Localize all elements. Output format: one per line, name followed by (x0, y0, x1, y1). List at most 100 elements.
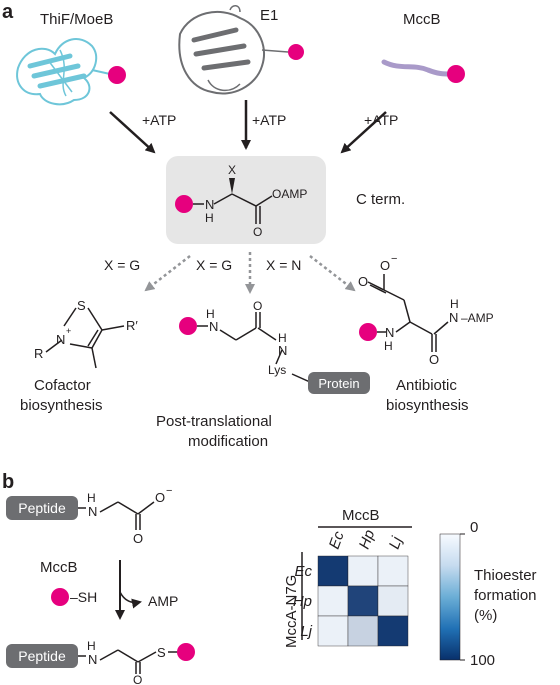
thiazolium-r-prime: R′ (126, 318, 138, 333)
cofactor-caption-line1: Cofactor (34, 377, 91, 394)
heatmap-y-tick-label: Lj (300, 623, 312, 640)
antibiotic-caption-line2: biosynthesis (386, 397, 469, 414)
thiazolium-ring-bonds (45, 307, 125, 369)
acyl-adenylate-intermediate-box (166, 156, 326, 244)
ptm-lys: Lys (268, 363, 286, 377)
peptide-top-n: N (88, 504, 97, 519)
protein-box (308, 372, 370, 394)
colorbar-label-line3: (%) (474, 607, 497, 624)
e1-protein-ribbon (178, 5, 289, 95)
intermediate-modifier-dot (175, 195, 193, 213)
peptide-top-bonds (78, 501, 155, 530)
cofactor-caption-line2: biosynthesis (20, 397, 103, 414)
peptide-top-o-minus: O (155, 490, 165, 505)
antibiotic-minus: − (391, 253, 397, 265)
ptm-caption-line2: modification (188, 433, 268, 450)
colorbar-label-line2: formation (474, 587, 537, 604)
ptm-n1: N (209, 319, 218, 334)
enzyme-e1-label: E1 (260, 7, 278, 24)
thif-moeb-protein-ribbon (16, 38, 111, 106)
antibiotic-n1: N (385, 325, 394, 340)
atp-label-left: +ATP (142, 112, 176, 128)
antibiotic-bonds (367, 274, 449, 352)
heatmap-cell-lj-hp (347, 615, 379, 647)
branch-label-left: X = G (104, 257, 140, 273)
atp-arrow-left (109, 111, 156, 154)
heatmap-grid (317, 555, 409, 647)
antibiotic-n2: N (449, 310, 458, 325)
peptide-box-bottom-label: Peptide (18, 648, 66, 664)
antibiotic-modifier-dot (359, 323, 377, 341)
ubiquitin-like-modifier-dot-right (447, 65, 465, 83)
amp-release-arrow (119, 591, 142, 609)
branch-label-right: X = N (266, 257, 301, 273)
c-term-label: C term. (356, 191, 405, 208)
antibiotic-amp: –AMP (461, 311, 494, 325)
peptide-box-bottom (6, 644, 78, 668)
branch-label-center: X = G (196, 257, 232, 273)
enzyme-mccb-label: MccB (403, 11, 441, 28)
thioester-enzyme-dot (177, 643, 195, 661)
panel-b-label: b (2, 471, 14, 493)
heatmap-x-ticks: Ec Hp Lj (326, 528, 406, 552)
heatmap-x-tick-label: Ec (326, 529, 348, 552)
thioester-o: O (133, 673, 142, 685)
colorbar-label-line1: Thioester (474, 567, 537, 584)
colorbar-min-label: 0 (470, 519, 478, 536)
heatmap-cell-hp-ec (317, 585, 349, 617)
heatmap-cell-hp-hp (347, 585, 379, 617)
ptm-o: O (253, 299, 262, 313)
colorbar (439, 533, 461, 661)
thioester-h: H (87, 639, 96, 653)
thiazolium-s: S (77, 298, 86, 313)
intermediate-n: N (205, 197, 214, 212)
antibiotic-o-bottom: O (429, 352, 439, 367)
peptide-top-o: O (133, 531, 143, 546)
heatmap-cell-hp-lj (377, 585, 409, 617)
atp-arrow-right (340, 111, 387, 154)
heatmap-x-tick-label: Hp (356, 528, 379, 552)
amp-release-label: AMP (148, 593, 178, 609)
panel-a-label: a (2, 1, 14, 23)
mccb-enzyme-dot (51, 588, 69, 606)
mccb-sh-label: –SH (70, 589, 97, 605)
peptide-top-minus: − (166, 485, 172, 497)
ptm-modifier-dot (179, 317, 197, 335)
heatmap-x-tick-label: Lj (386, 534, 406, 551)
antibiotic-o-left: O (358, 274, 368, 289)
protein-box-label: Protein (318, 376, 359, 391)
antibiotic-h1: H (384, 339, 393, 353)
antibiotic-h2: H (450, 297, 459, 311)
antibiotic-caption-line1: Antibiotic (396, 377, 457, 394)
intermediate-x: X (228, 163, 236, 177)
ptm-caption-line1: Post-translational (156, 413, 272, 430)
peptide-box-top (6, 496, 78, 520)
thiazolium-r: R (34, 346, 43, 361)
heatmap-cell-lj-lj (377, 615, 409, 647)
thiazolium-plus: + (66, 326, 71, 336)
heatmap-column-group-label: MccB (342, 507, 380, 524)
ptm-n2: N (278, 343, 287, 358)
heatmap-cell-ec-lj (377, 555, 409, 587)
ptm-h1: H (206, 307, 215, 321)
heatmap-y-tick-label: Ec (294, 563, 312, 580)
heatmap-cell-ec-hp (347, 555, 379, 587)
thiazolium-n: N (56, 332, 65, 347)
isopeptide-bonds (197, 312, 311, 383)
intermediate-bonds (193, 193, 273, 224)
thioester-bonds (78, 649, 178, 674)
branch-arrow-cofactor (144, 255, 191, 292)
intermediate-oamp: OAMP (272, 187, 307, 201)
enzyme-thif-moeb-label: ThiF/MoeB (40, 11, 113, 28)
ptm-h2: H (278, 331, 287, 345)
branch-arrow-antibiotic (309, 255, 356, 292)
heatmap-cell-ec-ec (317, 555, 349, 587)
thioester-s: S (157, 645, 166, 660)
mccb-reagent-label: MccB (40, 559, 78, 576)
ubiquitin-like-modifier-dot-center (288, 44, 304, 60)
atp-label-center: +ATP (252, 112, 286, 128)
peptide-top-h: H (87, 491, 96, 505)
atp-label-right: +ATP (364, 112, 398, 128)
